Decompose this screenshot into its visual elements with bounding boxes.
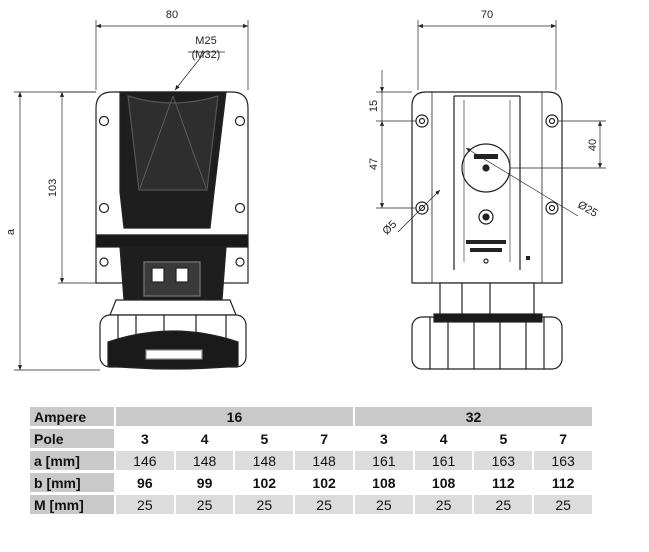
table-cell: 7 [295, 429, 353, 448]
row-ampere: Ampere 16 32 [30, 407, 592, 426]
dim-hole-dia: Ø5 [380, 218, 399, 237]
table-cell: 163 [474, 451, 533, 470]
row-label: Pole [30, 429, 114, 448]
table-cell: 3 [354, 429, 413, 448]
row-label: Ampere [30, 407, 114, 426]
table-cell: 5 [474, 429, 533, 448]
table-cell: 148 [235, 451, 294, 470]
dim-thread-alt: (M32) [192, 49, 221, 61]
ampere-group-32: 32 [354, 407, 592, 426]
row-label: M [mm] [30, 495, 114, 514]
table-cell: 7 [534, 429, 592, 448]
dim-front-width: 70 [481, 9, 493, 21]
technical-drawing: 80 M25 (M32) 103 a [5, 9, 606, 371]
table-cell: 4 [175, 429, 234, 448]
table-cell: 161 [354, 451, 413, 470]
ampere-group-16: 16 [115, 407, 353, 426]
dim-top-offset: 15 [368, 100, 380, 112]
table-cell: 25 [354, 495, 413, 514]
table-cell: 163 [534, 451, 592, 470]
dim-height-a: a [5, 228, 17, 235]
table-cell: 146 [115, 451, 174, 470]
table-cell: 25 [295, 495, 353, 514]
side-view [14, 20, 249, 371]
table-cell: 5 [235, 429, 294, 448]
table-cell: 4 [414, 429, 473, 448]
dim-hole-spacing: 47 [368, 158, 380, 170]
table-cell: 25 [474, 495, 533, 514]
dim-thread-main: M25 [195, 35, 216, 47]
dim-side-width: 80 [166, 9, 178, 21]
table-cell: 108 [354, 473, 413, 492]
table-cell: 25 [175, 495, 234, 514]
table-cell: 25 [235, 495, 294, 514]
table-cell: 25 [534, 495, 592, 514]
table-cell: 96 [115, 473, 174, 492]
row-m: M [mm] 25 25 25 25 25 25 25 25 [30, 495, 592, 514]
table-cell: 102 [235, 473, 294, 492]
table-cell: 108 [414, 473, 473, 492]
row-label: a [mm] [30, 451, 114, 470]
table-cell: 112 [474, 473, 533, 492]
table-cell: 99 [175, 473, 234, 492]
table-cell: 112 [534, 473, 592, 492]
table-cell: 25 [115, 495, 174, 514]
table-cell: 25 [414, 495, 473, 514]
table-cell: 161 [414, 451, 473, 470]
row-b: b [mm] 96 99 102 102 108 108 112 112 [30, 473, 592, 492]
row-pole: Pole 3 4 5 7 3 4 5 7 [30, 429, 592, 448]
dim-gland-dia: Ø25 [575, 199, 599, 220]
table-cell: 102 [295, 473, 353, 492]
table-cell: 148 [295, 451, 353, 470]
dim-right-40: 40 [587, 139, 599, 151]
dim-height-103: 103 [47, 179, 59, 197]
row-a: a [mm] 146 148 148 148 161 161 163 163 [30, 451, 592, 470]
spec-table: Ampere 16 32 Pole 3 4 5 7 3 4 5 7 a [mm]… [28, 404, 594, 517]
row-label: b [mm] [30, 473, 114, 492]
table-cell: 3 [115, 429, 174, 448]
table-cell: 148 [175, 451, 234, 470]
front-view [376, 20, 606, 370]
